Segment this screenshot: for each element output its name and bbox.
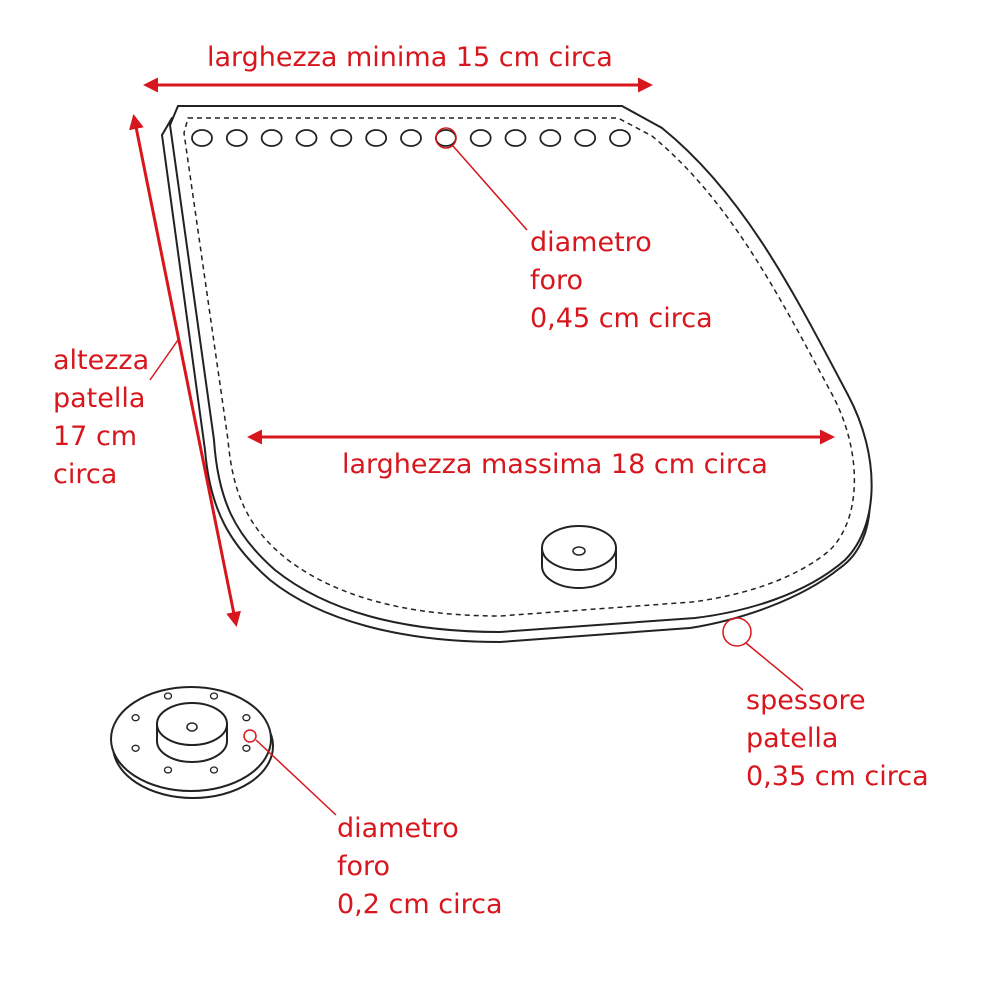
flap-hole [574,129,597,147]
hole-diameter-label: diametro foro 0,45 cm circa [530,227,713,334]
flap-outline [168,105,873,634]
base-hole-callout-leader [255,739,337,816]
snap-base-hole [209,692,219,700]
flap-hole [400,129,422,147]
hole-callout-circle [435,127,457,149]
snap-base-hole [131,744,140,752]
flap-height-leader [149,339,179,381]
min-width-label: larghezza minima 15 cm circa [207,42,613,73]
snap-base-icon [110,686,274,799]
base-hole-diameter-label: diametro foro 0,2 cm circa [337,813,503,920]
flap-hole [365,129,388,147]
flap-hole [295,129,318,147]
flap-hole [330,129,353,147]
snap-base-hole [242,714,251,722]
flap-height-arrow [129,114,241,627]
flap-hole [469,129,492,147]
flap-hole [609,129,631,147]
snap-base-hole [163,692,173,700]
flap-hole [434,129,457,147]
thickness-callout-circle [722,617,752,647]
snap-button-icon [541,525,617,589]
base-hole-callout-circle [243,729,257,743]
snap-base-hole [242,744,251,752]
snap-base-hole [131,714,140,722]
flap-hole [504,129,527,147]
max-width-label: larghezza massima 18 cm circa [342,449,768,480]
flap-height-label: altezza patella 17 cm circa [53,345,150,490]
flap-hole [225,129,248,147]
flap-hole [260,129,283,147]
thickness-label: spessore patella 0,35 cm circa [746,685,929,792]
snap-base-holes [131,692,251,774]
snap-base-hole [209,766,219,774]
flap-hole [539,129,562,147]
flap-hole [191,129,213,147]
thickness-callout-leader [745,642,804,691]
snap-base-hole [163,766,173,774]
hole-callout-leader [452,145,528,231]
